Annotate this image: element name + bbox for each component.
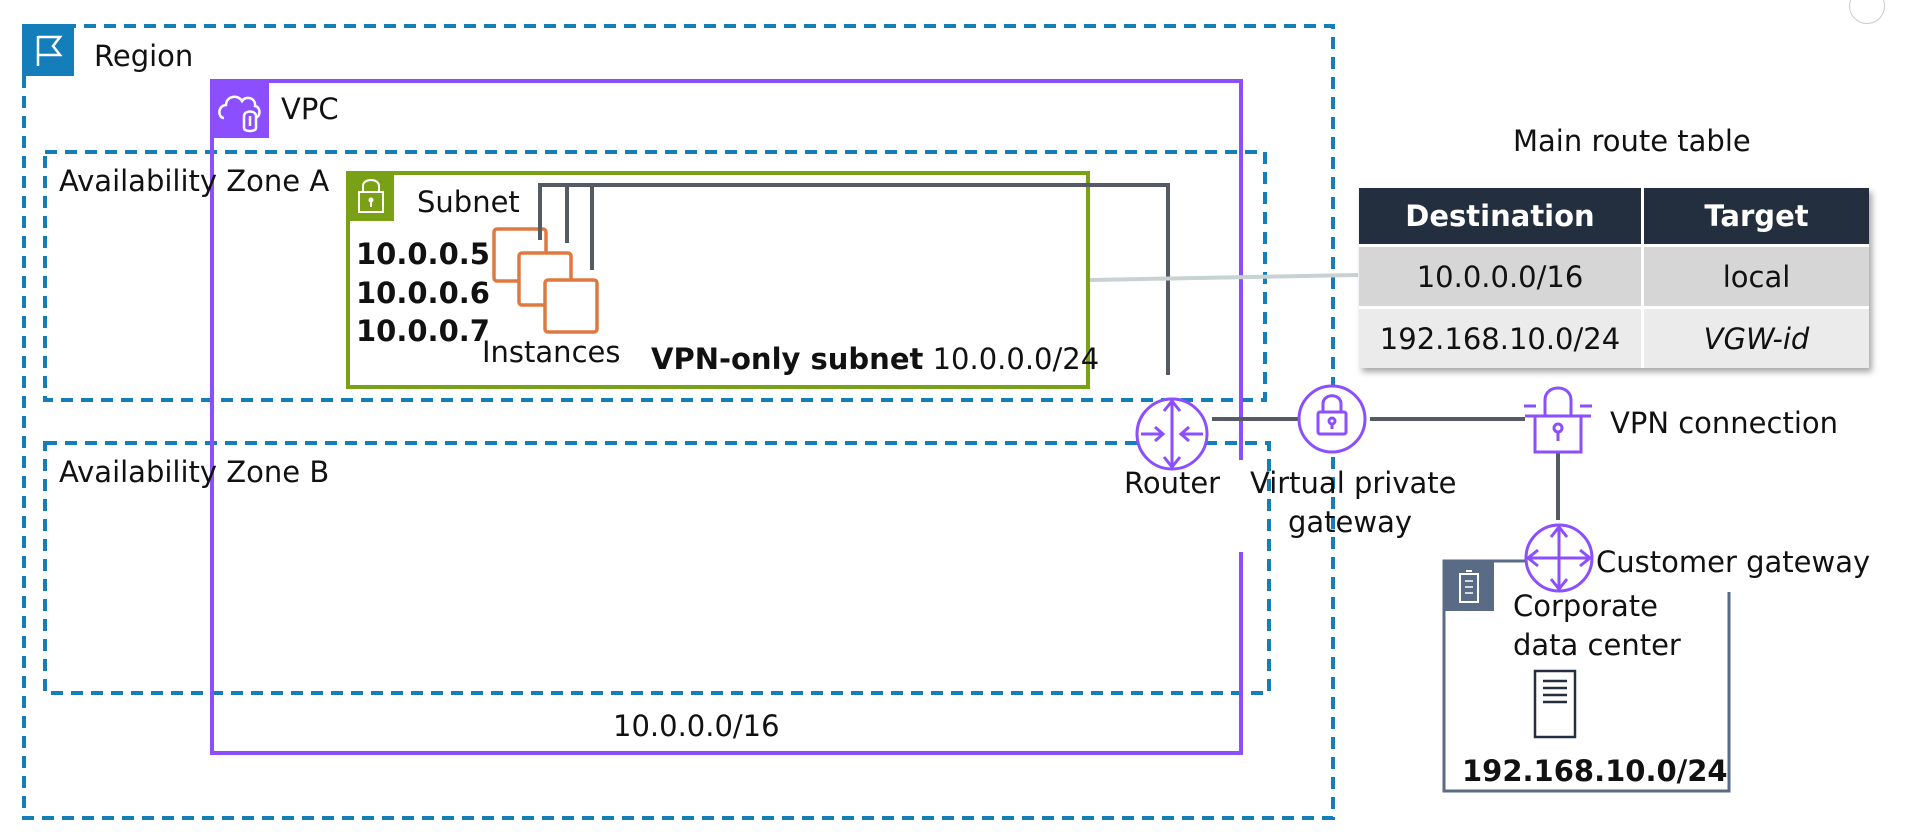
subnet-description: VPN-only subnet 10.0.0.0/24 [651,342,1099,376]
instances-icon [492,227,599,334]
instance-ip-3: 10.0.0.7 [356,314,490,348]
building-icon [1444,561,1494,611]
data-center-label-line2: data center [1513,628,1681,662]
availability-zone-a-label: Availability Zone A [59,164,330,198]
route-destination: 10.0.0.0/16 [1359,244,1644,308]
vpc-cidr-label: 10.0.0.0/16 [613,709,780,743]
table-row: 192.168.10.0/24 VGW-id [1359,306,1869,368]
subnet-lock-icon [348,173,394,221]
instance-ip-2: 10.0.0.6 [356,276,490,310]
virtual-private-gateway-icon [1297,384,1367,454]
customer-gateway-label: Customer gateway [1596,545,1871,579]
region-label: Region [94,39,194,73]
subnet-cidr: 10.0.0.0/24 [932,342,1100,376]
route-table: Destination Target 10.0.0.0/16 local 192… [1359,188,1869,368]
subnet-name: VPN-only subnet [651,342,924,376]
instances-label: Instances [482,335,621,369]
customer-gateway-icon [1524,523,1594,593]
vpc-gap-mask [1230,460,1252,552]
route-table-header-target: Target [1642,188,1869,246]
data-center-cidr: 192.168.10.0/24 [1462,754,1728,788]
table-row: 10.0.0.0/16 local [1359,244,1869,308]
region-flag-icon [22,24,74,76]
server-icon [1533,669,1577,739]
route-target: local [1642,244,1869,308]
route-target: VGW-id [1642,306,1869,368]
route-table-header-row: Destination Target [1359,188,1869,246]
vgw-label-line2: gateway [1287,505,1413,539]
region-boundary [22,24,1335,820]
gateway-connectors [1212,417,1560,520]
availability-zone-b-label: Availability Zone B [59,455,330,489]
router-icon [1135,397,1209,471]
subnet-boundary [346,171,1090,389]
vpc-label: VPC [281,92,339,126]
vpc-boundary [210,79,1243,755]
data-center-label-line1: Corporate [1513,589,1658,623]
router-label: Router [1124,466,1221,500]
vgw-label-line1: Virtual private [1250,466,1457,500]
route-destination: 192.168.10.0/24 [1359,306,1644,368]
vpn-connection-label: VPN connection [1610,406,1839,440]
availability-zone-b-boundary [43,441,1271,695]
instance-ip-1: 10.0.0.5 [356,237,490,271]
route-table-header-destination: Destination [1359,188,1644,246]
vpc-cloud-lock-icon [212,81,269,138]
vpn-connection-icon [1524,386,1592,454]
subnet-label: Subnet [417,185,520,219]
subnet-route-table-link [1089,273,1359,282]
route-table-title: Main route table [1513,124,1751,158]
